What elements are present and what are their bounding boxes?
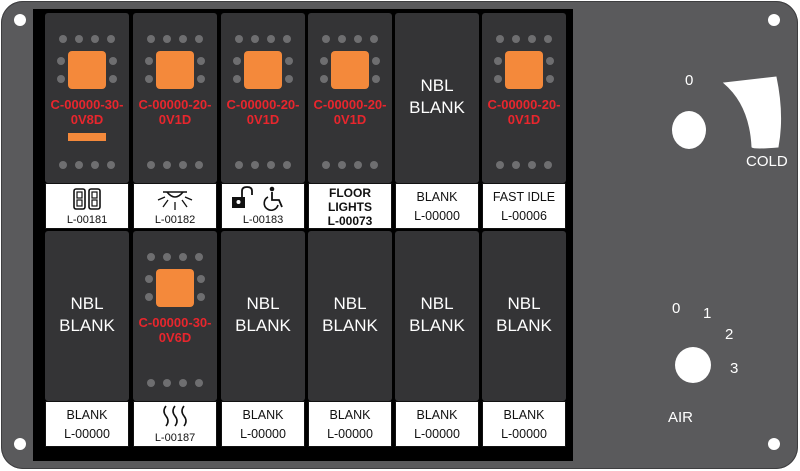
switch-label-4: FLOOR LIGHTS L-00073 [308,183,392,229]
switch-label-5: BLANK L-00000 [395,183,479,229]
mount-hole-bottom-right [768,438,780,450]
temp-knob[interactable] [672,111,706,149]
indicator-lamp [156,51,194,89]
dome-light-icon [134,186,216,212]
switch-label-12: BLANK L-00000 [482,401,566,447]
switch-code: C-00000-20-0V1D [226,97,300,127]
switch-code: C-00000-20-0V1D [487,97,561,127]
temp-cold-label: COLD [746,153,788,170]
air-position-0: 0 [672,300,681,317]
indicator-lamp [156,269,194,307]
rocker-switch-1[interactable]: C-00000-30-0V8D [45,13,129,183]
switch-code: C-00000-20-0V1D [138,97,212,127]
indicator-lamp [244,51,282,89]
switch-label-2: L-00182 [133,183,217,229]
switch-label-11: BLANK L-00000 [395,401,479,447]
switch-code: C-00000-20-0V1D [313,97,387,127]
indicator-lamp [331,51,369,89]
seat-icon [46,186,128,212]
switch-label-10: BLANK L-00000 [308,401,392,447]
switch-label-3: L-00183 [221,183,305,229]
switch-label-1: L-00181 [45,183,129,229]
indicator-bar [68,133,106,141]
switch-label-9: BLANK L-00000 [221,401,305,447]
indicator-lamp [68,51,106,89]
air-knob[interactable] [675,347,711,383]
mount-hole-bottom-left [14,438,26,450]
rocker-switch-6[interactable]: C-00000-20-0V1D [482,13,566,183]
temp-zero-mark: 0 [685,72,694,89]
switch-label-6: FAST IDLE L-00006 [482,183,566,229]
rocker-switch-4[interactable]: C-00000-20-0V1D [308,13,392,183]
air-position-2: 2 [725,326,734,343]
switch-code: C-00000-30-0V8D [50,97,124,127]
heat-waves-icon [134,404,216,430]
air-position-1: 1 [703,305,712,322]
switch-code: C-00000-30-0V6D [138,315,212,345]
rocker-switch-8[interactable]: C-00000-30-0V6D [133,231,217,401]
rocker-switch-3[interactable]: C-00000-20-0V1D [221,13,305,183]
switch-bank-frame: C-00000-30-0V8D C-00000-20-0V1D C-00000-… [33,9,573,461]
air-label: AIR [668,409,694,426]
rocker-switch-2[interactable]: C-00000-20-0V1D [133,13,217,183]
switch-label-8: L-00187 [133,401,217,447]
lock-wheelchair-icon [222,186,304,212]
air-position-3: 3 [730,360,739,377]
switch-label-7: BLANK L-00000 [45,401,129,447]
temp-range-arc-icon [722,76,782,149]
indicator-lamp [505,51,543,89]
mount-hole-top-left [14,14,26,26]
mount-hole-top-right [768,14,780,26]
